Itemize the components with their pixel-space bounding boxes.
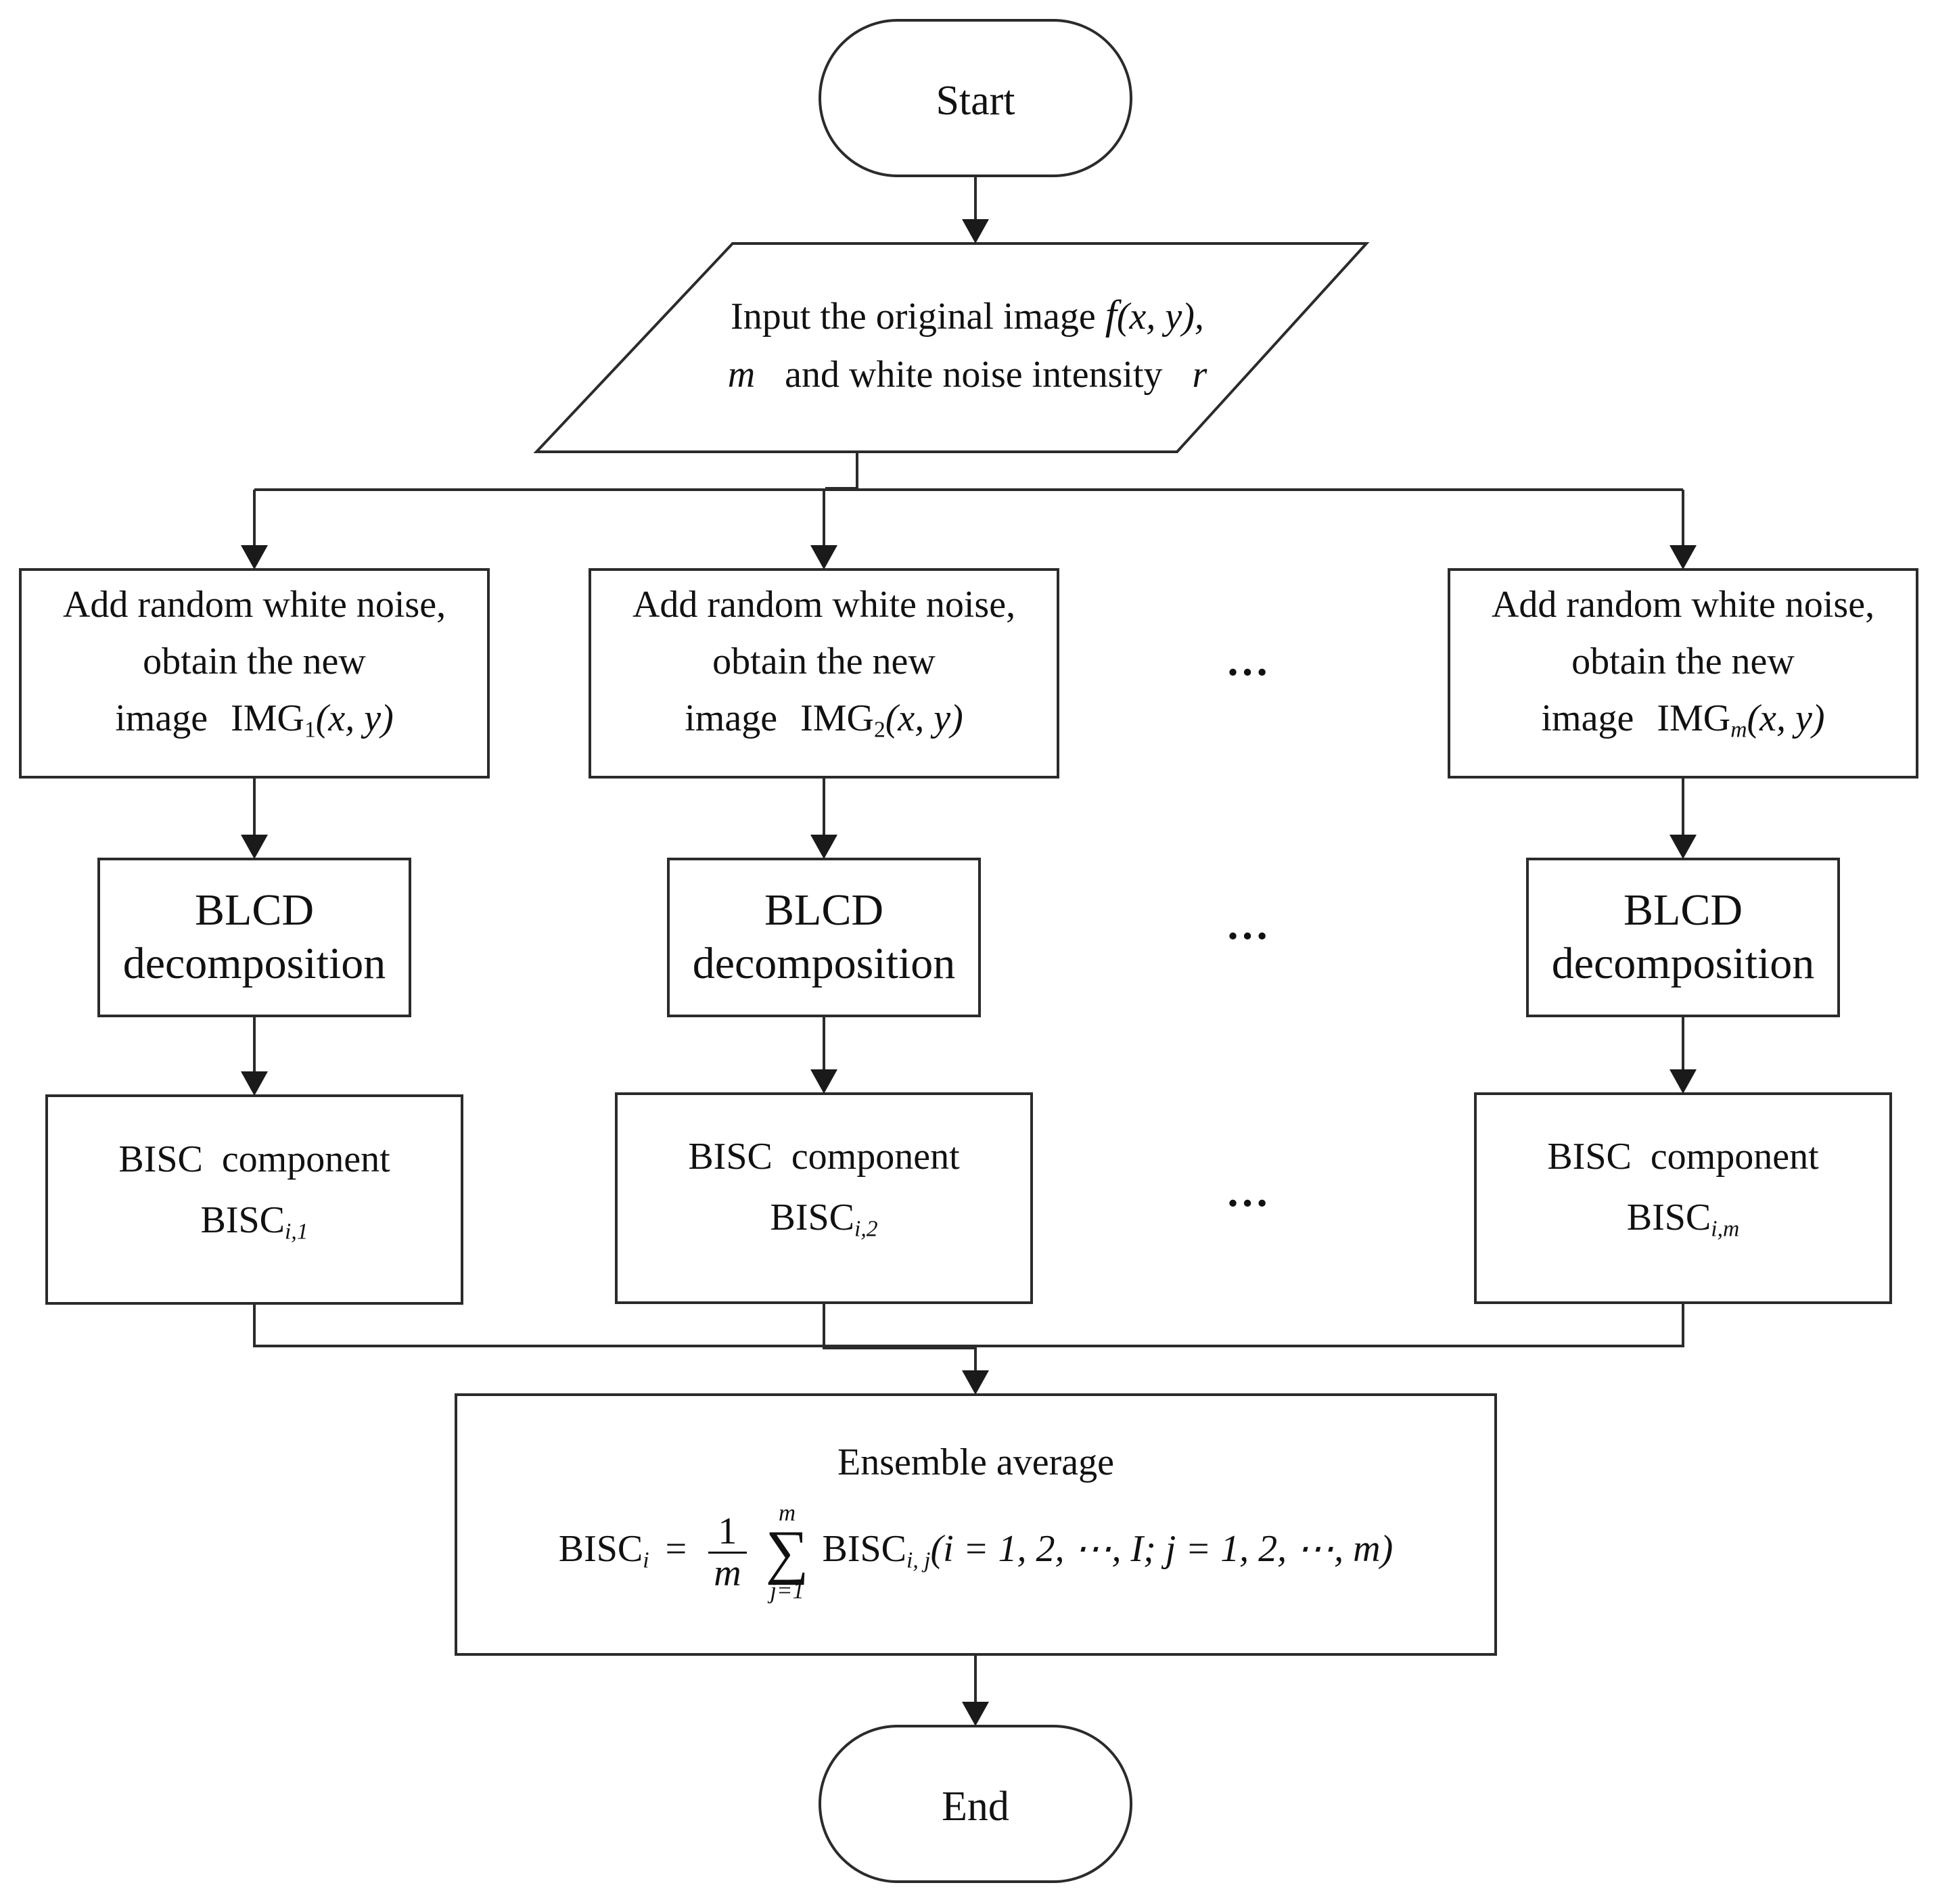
- blcd-line1: BLCD: [764, 885, 884, 935]
- bisc-sub: i,2: [854, 1216, 878, 1241]
- arrow-to-input: [962, 219, 989, 243]
- formula-equals: =: [665, 1527, 687, 1570]
- noise-line1: Add random white noise,: [1491, 584, 1875, 626]
- blcd-box-1-text: BLCD decomposition: [99, 883, 410, 990]
- blcd-line1: BLCD: [1623, 885, 1743, 935]
- connector-merge-m: [824, 1303, 1684, 1347]
- formula-condition: (i = 1, 2, ⋯, I; j = 1, 2, ⋯, m): [930, 1527, 1394, 1570]
- noise-img-args: (x, y): [315, 697, 394, 739]
- arrow-to-blcd-1: [241, 835, 268, 859]
- connector-merge-2: [823, 1303, 977, 1372]
- noise-img-name: IMG: [231, 697, 304, 739]
- arrow-to-bisc-1: [241, 1071, 268, 1096]
- input-args: (x, y),: [1116, 296, 1204, 338]
- ellipsis-noise-row: …: [1226, 636, 1272, 684]
- bisc-name: BISC: [770, 1196, 854, 1238]
- noise-line3-prefix: image: [115, 697, 208, 739]
- fraction-numerator: 1: [708, 1511, 747, 1554]
- bisc-line1: BISC component: [1547, 1136, 1819, 1178]
- arrow-to-blcd-2: [810, 835, 837, 859]
- formula-term-sub: i, j: [906, 1548, 931, 1573]
- start-label: Start: [936, 78, 1015, 124]
- noise-img-sub: 2: [873, 717, 885, 743]
- ensemble-formula: BISCi = 1 m m ∑ j=1 BISCi, j(i = 1, 2, ⋯…: [456, 1500, 1496, 1604]
- bisc-line1: BISC component: [688, 1136, 960, 1178]
- noise-box-m: [1448, 568, 1918, 779]
- bisc-box-m-text: BISC component BISCi,m: [1475, 1127, 1891, 1248]
- bisc-box-2: [615, 1092, 1033, 1304]
- noise-img-sub: m: [1730, 717, 1747, 743]
- arrow-to-end: [962, 1702, 989, 1726]
- input-line2-text: and white noise intensity: [785, 354, 1163, 396]
- arrow-to-bisc-m: [1670, 1069, 1697, 1094]
- blcd-line2: decomposition: [1551, 939, 1815, 989]
- input-parallelogram: [533, 242, 1370, 453]
- arrow-to-noise-1: [241, 545, 268, 570]
- bisc-box-1-text: BISC component BISCi,1: [47, 1130, 462, 1251]
- formula-lhs: BISC: [558, 1527, 643, 1570]
- arrow-to-ensemble: [962, 1370, 989, 1395]
- fraction-denominator: m: [714, 1552, 741, 1594]
- arrow-to-noise-2: [810, 545, 837, 570]
- connector-merge-1: [253, 1303, 824, 1347]
- bisc-name: BISC: [200, 1199, 285, 1241]
- noise-line2: obtain the new: [143, 641, 366, 682]
- input-func: f: [1105, 292, 1117, 338]
- bisc-box-2-text: BISC component BISCi,2: [616, 1127, 1032, 1248]
- arrow-to-blcd-m: [1670, 835, 1697, 859]
- blcd-box-m-text: BLCD decomposition: [1527, 883, 1839, 990]
- blcd-box-2-text: BLCD decomposition: [668, 883, 980, 990]
- input-r-var: r: [1192, 354, 1207, 396]
- ensemble-box: [455, 1393, 1497, 1656]
- noise-line1: Add random white noise,: [62, 584, 446, 626]
- noise-img-args: (x, y): [1747, 697, 1825, 739]
- noise-line3-prefix: image: [1541, 697, 1634, 739]
- end-label: End: [942, 1784, 1009, 1830]
- noise-img-sub: 1: [304, 717, 316, 743]
- bisc-name: BISC: [1626, 1196, 1711, 1238]
- bisc-line1: BISC component: [118, 1138, 390, 1180]
- blcd-line2: decomposition: [122, 939, 386, 989]
- bisc-sub: i,m: [1711, 1216, 1740, 1241]
- arrow-to-noise-m: [1670, 545, 1697, 570]
- arrow-to-bisc-2: [810, 1069, 837, 1094]
- ellipsis-bisc-row: …: [1226, 1167, 1272, 1215]
- noise-line2: obtain the new: [1571, 641, 1795, 682]
- blcd-box-m: [1526, 858, 1840, 1017]
- blcd-line2: decomposition: [692, 939, 956, 989]
- ellipsis-blcd-row: …: [1226, 900, 1272, 948]
- formula-lhs-sub: i: [643, 1548, 649, 1573]
- noise-box-1-text: Add random white noise, obtain the new i…: [20, 576, 488, 747]
- formula-term: BISC: [822, 1527, 907, 1570]
- input-m-var: m: [727, 354, 756, 396]
- connector-input-split: [825, 452, 858, 490]
- sigma-symbol: ∑: [765, 1518, 809, 1585]
- bisc-sub: i,1: [284, 1219, 308, 1244]
- input-line1-text: Input the original image: [731, 296, 1096, 338]
- bisc-box-1: [45, 1094, 463, 1305]
- noise-line1: Add random white noise,: [632, 584, 1016, 626]
- blcd-box-2: [667, 858, 981, 1017]
- ensemble-title: Ensemble average: [837, 1441, 1114, 1483]
- noise-line3-prefix: image: [685, 697, 778, 739]
- sum-upper-limit: m: [779, 1500, 796, 1526]
- noise-img-args: (x, y): [885, 697, 963, 739]
- formula-fraction: 1 m: [708, 1511, 747, 1594]
- noise-img-name: IMG: [1657, 697, 1731, 739]
- noise-img-name: IMG: [800, 697, 874, 739]
- blcd-line1: BLCD: [194, 885, 315, 935]
- noise-box-1: [19, 568, 490, 779]
- noise-box-2-text: Add random white noise, obtain the new i…: [590, 576, 1058, 747]
- formula-sum: m ∑ j=1: [765, 1500, 809, 1604]
- sum-lower-limit: j=1: [770, 1577, 804, 1604]
- noise-box-m-text: Add random white noise, obtain the new i…: [1449, 576, 1917, 747]
- input-label: Input the original image f(x, y), m and …: [663, 284, 1272, 403]
- noise-line2: obtain the new: [712, 641, 936, 682]
- bisc-box-m: [1474, 1092, 1892, 1304]
